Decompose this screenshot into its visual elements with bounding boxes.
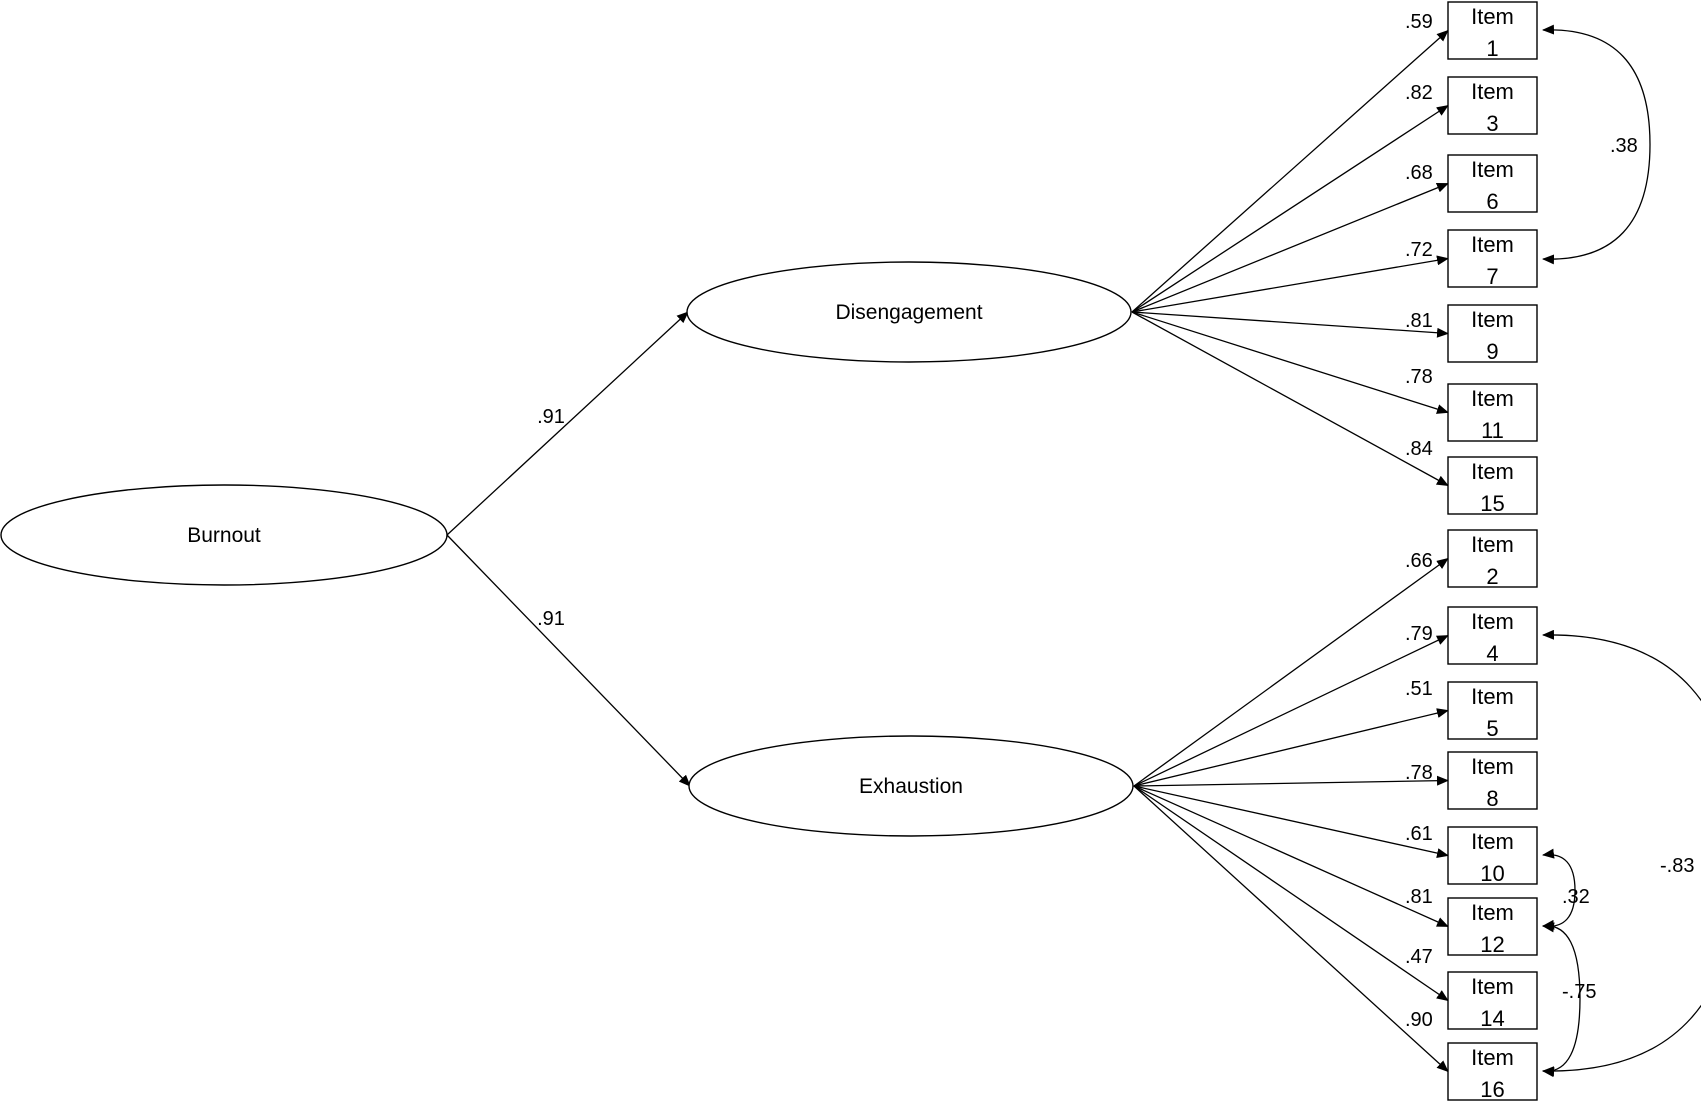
item-label-word: Item [1471,459,1514,484]
loading-arrow-item9 [1131,311,1449,338]
item-label-number: 9 [1486,339,1498,364]
loading-arrow-item14 [1133,785,1449,1002]
loading-label-item5: .51 [1405,678,1433,700]
item-label-number: 10 [1480,861,1504,886]
item-label-word: Item [1471,974,1514,999]
loading-label-item6: .68 [1405,162,1433,184]
loading-label-item4: .79 [1405,623,1433,645]
item-box-item1 [1447,1,1538,60]
item-box-item3 [1447,76,1538,135]
item-box-item14 [1447,971,1538,1030]
latent-disengagement [686,261,1132,363]
item-label-number: 1 [1486,36,1498,61]
item-label-number: 16 [1480,1077,1504,1102]
item-label-number: 15 [1480,491,1504,516]
item-label-word: Item [1471,232,1514,257]
path-coefficient-label: .91 [537,406,565,428]
item-label-word: Item [1471,386,1514,411]
item-label-word: Item [1471,4,1514,29]
item-label-word: Item [1471,900,1514,925]
item-box-item16 [1447,1042,1538,1101]
loading-arrow-item11 [1131,311,1449,414]
path-coefficient-label: .91 [537,608,565,630]
loading-label-item12: .81 [1405,886,1433,908]
loading-label-item9: .81 [1405,310,1433,332]
item-label-number: 5 [1486,716,1498,741]
item-label-number: 6 [1486,189,1498,214]
covariance-label-item4-item16: -.83 [1660,855,1694,877]
item-label-number: 4 [1486,641,1498,666]
item-box-item5 [1447,681,1538,740]
item-label-word: Item [1471,684,1514,709]
covariance-label-item10-item12: .32 [1562,886,1590,908]
loading-label-item3: .82 [1405,82,1433,104]
item-box-item10 [1447,826,1538,885]
loading-arrow-item16 [1133,785,1449,1073]
item-box-item11 [1447,383,1538,442]
item-box-item8 [1447,751,1538,810]
covariance-item4-item16 [1542,629,1701,1077]
loading-label-item1: .59 [1405,11,1433,33]
loading-label-item8: .78 [1405,762,1433,784]
item-box-item2 [1447,529,1538,588]
item-box-item15 [1447,456,1538,515]
item-label-word: Item [1471,754,1514,779]
loading-label-item14: .47 [1405,946,1433,968]
covariance-label-item12-item16: -.75 [1562,981,1596,1003]
covariance-item1-item7 [1542,24,1651,265]
loading-arrow-item5 [1133,708,1449,787]
loading-label-item7: .72 [1405,239,1433,261]
item-box-item7 [1447,229,1538,288]
path-burnout-to-disengagement [446,311,689,536]
loading-arrow-item6 [1131,182,1449,313]
nodes-layer: BurnoutDisengagementExhaustionItem1Item3… [0,1,1538,1102]
item-label-word: Item [1471,609,1514,634]
latent-burnout [0,484,448,586]
latent-label-disengagement: Disengagement [835,301,982,324]
latent-label-exhaustion: Exhaustion [859,775,963,798]
item-label-word: Item [1471,1045,1514,1070]
loading-label-item10: .61 [1405,823,1433,845]
item-box-item9 [1447,304,1538,363]
loading-arrow-item3 [1131,104,1449,313]
path-burnout-to-exhaustion [446,534,691,787]
loading-label-item16: .90 [1405,1009,1433,1031]
item-label-number: 11 [1481,418,1504,443]
latent-exhaustion [688,735,1134,837]
labels-layer: .91 .91 .59 .82 .68 .72 .81 .78 .84 .66 .79 .51 .78.… [537,11,1694,1031]
item-label-word: Item [1471,157,1514,182]
item-label-word: Item [1471,532,1514,557]
item-label-word: Item [1471,79,1514,104]
loading-arrow-item4 [1133,634,1449,787]
item-box-item12 [1447,897,1538,956]
covariance-label-item1-item7: .38 [1610,135,1638,157]
latent-label-burnout: Burnout [187,524,261,547]
item-label-number: 12 [1480,932,1504,957]
loading-label-item11: .78 [1405,366,1433,388]
loading-label-item2: .66 [1405,550,1433,572]
item-label-word: Item [1471,829,1514,854]
covariance-item12-item16 [1542,919,1581,1078]
item-label-word: Item [1471,307,1514,332]
loading-arrow-item15 [1131,311,1449,487]
item-label-number: 14 [1480,1006,1504,1031]
item-label-number: 8 [1486,786,1498,811]
item-label-number: 3 [1486,111,1498,136]
loading-arrow-item12 [1133,785,1449,928]
loading-arrow-item8 [1133,775,1449,787]
item-label-number: 2 [1486,564,1498,589]
loading-arrow-item2 [1133,557,1449,787]
item-box-item4 [1447,606,1538,665]
loading-arrow-item10 [1133,785,1449,859]
loading-arrow-item7 [1131,255,1449,313]
item-label-number: 7 [1486,264,1498,289]
loading-arrow-item1 [1131,29,1449,313]
item-box-item6 [1447,154,1538,213]
covariance-item10-item12 [1542,848,1576,933]
edges-layer [446,24,1701,1078]
loading-label-item15: .84 [1405,438,1433,460]
